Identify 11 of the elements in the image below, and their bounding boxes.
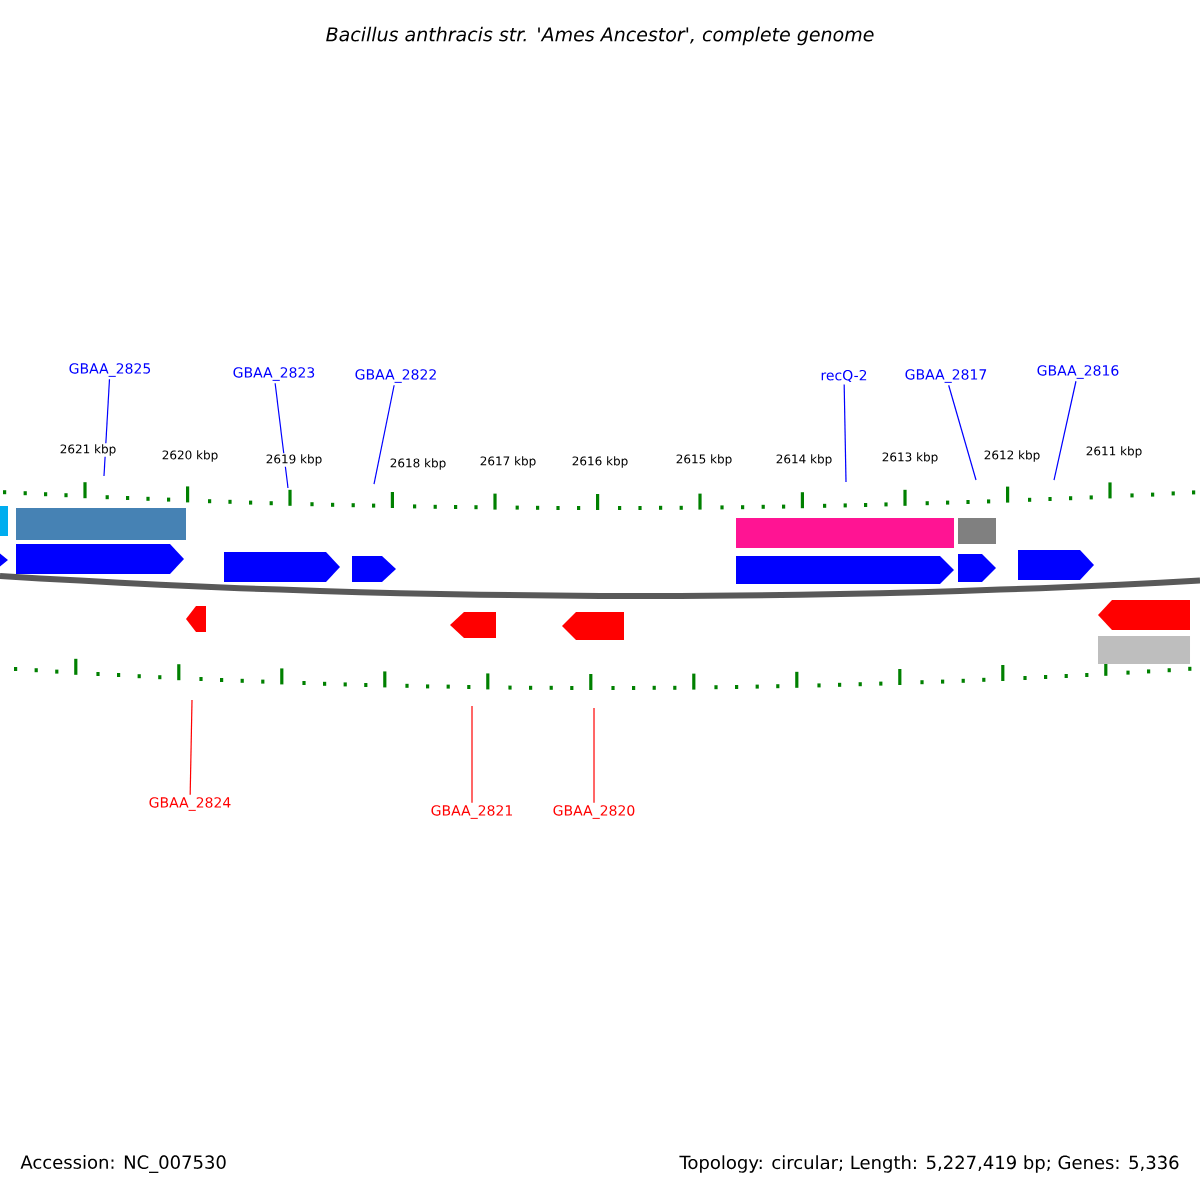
leader-line bbox=[948, 384, 977, 481]
leader-line bbox=[1053, 380, 1077, 481]
leader-line bbox=[373, 384, 395, 485]
accession-text: Accession: NC_007530 bbox=[20, 1155, 226, 1173]
leader-line bbox=[189, 699, 193, 796]
leader-line bbox=[471, 705, 473, 804]
title: Bacillus anthracis str. 'Ames Ancestor', complete genome bbox=[326, 26, 874, 46]
leader-line bbox=[843, 383, 847, 483]
genome-info-text: Topology: circular; Length: 5,227,419 bp; Genes: 5,336 bbox=[679, 1155, 1179, 1173]
leader-line bbox=[593, 707, 595, 804]
leader-line bbox=[103, 378, 111, 477]
